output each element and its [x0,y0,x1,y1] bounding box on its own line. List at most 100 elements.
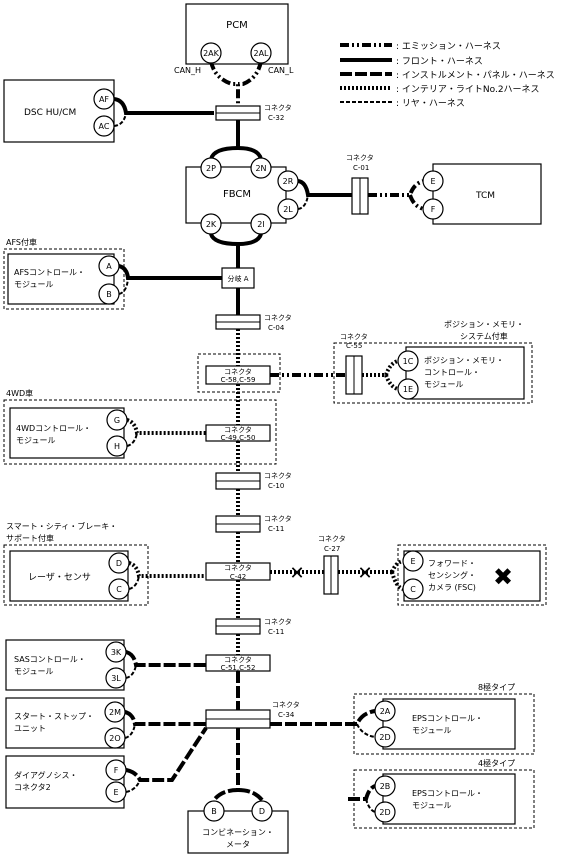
laser-pin-2-label: C [116,585,122,594]
tcm-label: TCM [475,191,495,201]
connector-c11-lower-title: コネクタ [264,617,292,626]
eps4-pin-1-label: 2B [380,782,391,791]
diag-pin-1-label: F [114,766,119,775]
wire-c55-pos-a [362,359,399,377]
combi-pin-1 [203,800,225,822]
pos-box [405,346,525,400]
pos-pin-1 [397,350,419,372]
scbs-option-label-1: スマート・シティ・ブレーキ・ [6,521,117,531]
connector-c51-id: C-51,C-52 [221,664,256,672]
afs-option-outline [3,248,125,310]
awd-pin-1-label: G [114,416,120,425]
wire-fsc-2 [390,571,404,591]
ss-pin-1-label: 2M [109,708,121,717]
ss-pin-2-label: 2O [109,734,120,743]
legend-label-front: : フロント・ハーネス [396,56,483,67]
fbcm-pin-5-label: 2K [206,220,217,229]
connector-c04-title: コネクタ [264,313,292,322]
legend: : エミッション・ハーネス : フロント・ハーネス : インストルメント・パネル… [340,41,555,109]
wire-fbcm-c01-b [297,194,309,210]
wire-eps4-b [365,798,376,813]
dsc-label: DSC HU/CM [24,108,76,118]
branch-a [221,267,255,289]
diag-box [5,755,125,809]
wire-dsc-1 [113,97,214,115]
awd-pin-2-label: H [114,442,120,451]
connector-c51-title: コネクタ [224,655,252,664]
wire-awd-1 [126,418,206,435]
connector-c42-title: コネクタ [224,563,252,572]
wire-c34-combi-b [212,728,240,802]
eps8-box [382,698,516,750]
tcm-pin-2 [422,198,444,220]
connector-c55-title: コネクタ [340,332,368,341]
awd-label-2: モジュール [16,436,55,445]
connector-c34-id: C-34 [278,711,295,719]
afs-pin-2-label: B [106,290,112,299]
sas-label-1: SASコントロール・ [14,655,86,664]
eps8-pin-2-label: 2D [379,733,390,742]
pos-pin-1-label: 1C [403,357,414,366]
fbcm-pin-3-label: 2R [283,177,294,186]
eps8-pin-2 [374,726,396,748]
wire-diag-2 [125,779,141,793]
wire-pcm-h [209,60,240,106]
connector-c27-title: コネクタ [318,534,346,543]
wire-afs-2 [118,277,129,295]
fbcm-pin-6-label: 2I [257,220,264,229]
scbs-option-label-2: サポート付車 [6,533,54,543]
diag-label-2: コネクタ2 [14,783,51,792]
pos-label-3: モジュール [424,380,463,389]
combi-label-1: コンビネーション・ [202,828,274,837]
connector-c11-upper-id: C-11 [268,525,284,533]
wire-c34-combi-d [237,788,264,802]
wire-dsc-2 [113,112,127,127]
disconnect-mark-1: ✕ [289,563,304,584]
wire-ss-1 [124,710,206,726]
pos-option-outline [333,342,533,404]
eps8-pin-1-label: 2A [380,707,391,716]
wire-eps4-a [348,784,376,801]
tcm-pin-2-label: F [431,205,436,214]
wire-fsc-1 [390,559,404,573]
connector-c49-id: C-49,C-50 [221,434,256,442]
fsc-pin-1-label: E [410,557,415,566]
afs-option-label: AFS付車 [6,237,37,247]
legend-label-interior: : インテリア・ライトNo.2ハーネス [396,84,540,95]
connector-c49-title: コネクタ [224,425,252,434]
sas-pin-1-label: 3K [111,648,122,657]
combi-label-2: メータ [226,840,250,849]
afs-pin-1-label: A [106,262,112,271]
pos-option-label-1: ポジション・メモリ・ [444,320,524,329]
sas-pin-2-label: 3L [111,674,121,683]
pos-pin-2 [397,378,419,400]
connector-c10-title: コネクタ [264,471,292,480]
laser-box [9,550,129,602]
wire-c34-eps8-b [356,723,376,738]
fbcm-pin-1 [200,157,222,179]
pos-label-2: コントロール・ [424,368,480,377]
ss-label-1: スタート・ストップ・ [14,712,94,721]
awd-option-label: 4WD車 [6,388,33,398]
ss-box [5,697,125,749]
can-h-label: CAN_H [174,66,201,75]
pos-label-1: ポジション・メモリ・ [424,356,504,365]
connector-c51 [205,654,271,672]
legend-label-rear: : リヤ・ハーネス [396,98,465,109]
afs-label-1: AFSコントロール・ [14,268,85,277]
legend-label-instrument: : インストルメント・パネル・ハーネス [396,70,555,81]
fsc-label-3: カメラ (FSC) [428,583,476,592]
connector-c11-lower-id: C-11 [268,628,284,636]
fbcm-pin-4-label: 2L [283,205,293,214]
eps4-pin-2-label: 2D [379,808,390,817]
sas-label-2: モジュール [14,667,53,676]
wire-fbcm-top [209,145,263,160]
wire-c34-eps8-a [270,709,376,726]
eps4-label-2: モジュール [412,801,451,810]
afs-box [7,253,115,305]
eps4-pin-2 [374,801,396,823]
connector-c11-upper-title: コネクタ [264,514,292,523]
eps4-option-label: 4極タイプ [478,758,515,768]
connector-c32-id: C-32 [268,114,284,122]
